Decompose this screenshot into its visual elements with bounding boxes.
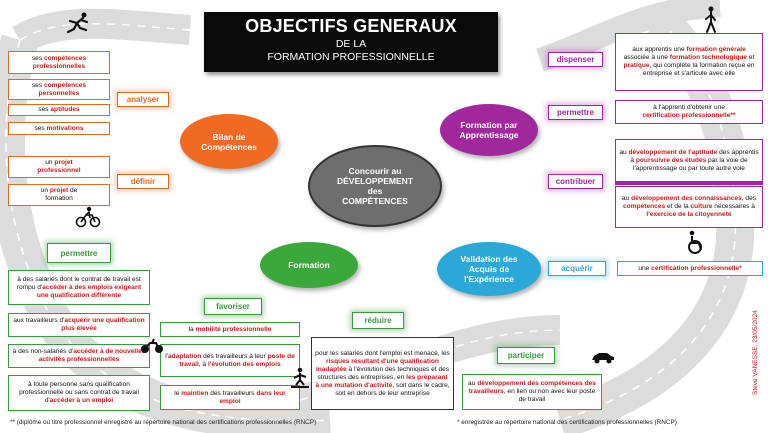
bilan-item-3: ses aptitudes — [8, 104, 110, 116]
verb-favoriser: favoriser — [204, 298, 262, 315]
walker-icon — [705, 6, 716, 33]
apprentissage-ellipse: Formation par Apprentissage — [440, 104, 538, 156]
bilan-item-6: un projet de formation — [8, 184, 110, 206]
vae-box: une certification professionnelle* — [617, 261, 763, 276]
verb-participer: participer — [497, 347, 555, 364]
formation-favoriser-1: la mobilité professionnelle — [160, 322, 300, 337]
vae-label: Validation des Acquis de l'Expérience — [460, 254, 518, 284]
formation-reduire-box: pour les salariés dont l'emploi est mena… — [311, 337, 454, 410]
footnote-left: ** (diplôme ou titre professionnel enreg… — [10, 419, 317, 426]
bilan-item-2: ses compétences personnelles — [8, 79, 110, 100]
footnote-right: * enregistrée au répertoire national des… — [457, 419, 677, 426]
center-line3: des — [367, 186, 383, 196]
title-line1: OBJECTIFS GENERAUX — [245, 16, 457, 36]
verb-acquerir: acquérir — [548, 261, 606, 276]
bilan-item-5: un projet professionnel — [8, 156, 110, 178]
formation-ellipse: Formation — [260, 242, 358, 288]
verb-reduire: réduire — [352, 312, 404, 329]
apprentissage-divider — [615, 182, 763, 185]
bilan-item-4: ses motivations — [8, 122, 110, 135]
verb-definir: définir — [117, 174, 169, 189]
formation-permettre-1: à des salariés dont le contrat de travai… — [8, 270, 150, 305]
center-ellipse: Concourir au DÉVELOPPEMENT des COMPÉTENC… — [308, 145, 442, 227]
bilan-ellipse: Bilan de Compétences — [180, 114, 278, 169]
verb-contribuer: contribuer — [548, 174, 603, 189]
car-icon — [592, 353, 614, 364]
formation-favoriser-2: l'adaptation des travailleurs à leur pos… — [160, 344, 300, 377]
motorbike-icon — [141, 338, 163, 353]
verb-permettre: permettre — [47, 243, 111, 263]
bilan-label: Bilan de Compétences — [201, 131, 257, 152]
center-line1: Concourir au — [348, 166, 402, 176]
formation-favoriser-3: le maintien des travailleurs dans leur e… — [160, 385, 300, 410]
center-line4: COMPÉTENCES — [342, 196, 408, 206]
apprentissage-box-1: aux apprentis une formation générale ass… — [615, 33, 763, 91]
formation-participer-box: au développement des compétences des tra… — [462, 374, 602, 410]
apprentissage-box-3: au développement de l'aptitude des appre… — [615, 139, 763, 182]
vae-ellipse: Validation des Acquis de l'Expérience — [437, 242, 541, 296]
cyclist-icon — [75, 206, 101, 228]
center-line2: DÉVELOPPEMENT — [336, 176, 414, 186]
bilan-item-1: ses compétences professionnelles — [8, 51, 110, 74]
verb-permettre-apprenti: permettre — [548, 105, 603, 120]
runner-icon — [66, 12, 89, 34]
title-line3: FORMATION PROFESSIONNELLE — [267, 51, 435, 63]
title-line2: DE LA — [335, 38, 367, 50]
verb-analyser: analyser — [117, 92, 169, 107]
formation-permettre-4: à toute personne sans qualification prof… — [8, 375, 150, 411]
formation-permettre-2: aux travailleurs d'acquérir une qualific… — [8, 313, 150, 337]
skateboarder-icon — [291, 367, 309, 388]
apprentissage-box-4: au développement des connaissances, des … — [615, 186, 763, 228]
formation-permettre-3: à des non-salariés d'accéder à de nouvel… — [8, 344, 150, 368]
apprentissage-label: Formation par Apprentissage — [459, 120, 519, 140]
verb-dispenser: dispenser — [548, 52, 603, 67]
formation-label: Formation — [288, 260, 330, 270]
main-title-box: OBJECTIFS GENERAUX DE LA FORMATION PROFE… — [204, 12, 498, 72]
author-signature: Steve VANESSE, 23/05/2024 — [752, 310, 759, 395]
wheelchair-icon — [688, 230, 702, 254]
